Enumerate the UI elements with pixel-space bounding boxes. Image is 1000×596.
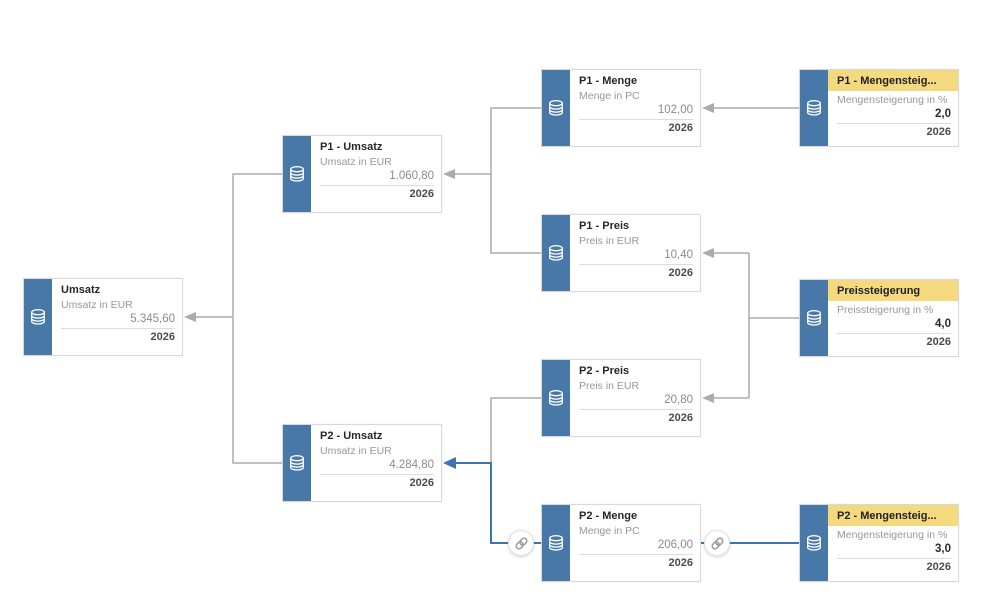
database-icon bbox=[800, 280, 828, 356]
node-subtitle: Preissteigerung in % bbox=[837, 304, 934, 316]
edge-p1umsatz-branches bbox=[490, 107, 542, 254]
node-year: 2026 bbox=[926, 126, 951, 138]
node-title: P2 - Menge bbox=[579, 510, 638, 522]
edge-umsatz-branches bbox=[232, 173, 283, 464]
node-divider bbox=[837, 123, 951, 124]
node-title: Umsatz bbox=[61, 284, 101, 296]
node-title: P2 - Umsatz bbox=[320, 430, 383, 442]
node-divider bbox=[320, 185, 434, 186]
edge-p2preis-to-junction bbox=[490, 397, 542, 463]
node-divider bbox=[579, 409, 693, 410]
arrowhead-p2-preis bbox=[702, 393, 714, 403]
node-subtitle: Mengensteigerung in % bbox=[837, 529, 948, 541]
edge-preissteigerung-branches bbox=[713, 252, 799, 399]
node-divider bbox=[579, 554, 693, 555]
node-divider bbox=[837, 558, 951, 559]
node-p2-umsatz[interactable]: P2 - Umsatz Umsatz in EUR 4.284,80 2026 bbox=[282, 424, 442, 502]
database-icon bbox=[800, 70, 828, 146]
node-year: 2026 bbox=[409, 477, 434, 489]
node-year: 2026 bbox=[150, 331, 175, 343]
link-badge-p2-menge-left[interactable] bbox=[508, 530, 534, 556]
node-divider bbox=[579, 119, 693, 120]
node-divider bbox=[837, 333, 951, 334]
link-badge-p2-menge-right[interactable] bbox=[704, 530, 730, 556]
edge-p2menge-to-p2umsatz bbox=[455, 462, 541, 544]
node-divider bbox=[579, 264, 693, 265]
node-title: P1 - Umsatz bbox=[320, 141, 383, 153]
database-icon bbox=[283, 425, 311, 501]
node-value[interactable]: 4,0 bbox=[935, 318, 951, 330]
node-p1-menge[interactable]: P1 - Menge Menge in PC 102,00 2026 bbox=[541, 69, 701, 147]
database-icon bbox=[542, 360, 570, 436]
node-p1-preis[interactable]: P1 - Preis Preis in EUR 10,40 2026 bbox=[541, 214, 701, 292]
node-subtitle: Preis in EUR bbox=[579, 380, 640, 392]
node-subtitle: Umsatz in EUR bbox=[320, 156, 392, 168]
database-icon bbox=[542, 215, 570, 291]
chain-link-icon bbox=[514, 536, 528, 550]
node-year: 2026 bbox=[668, 557, 693, 569]
node-value: 1.060,80 bbox=[389, 170, 434, 182]
node-title: P2 - Mengensteig... bbox=[828, 505, 958, 526]
node-title: P1 - Preis bbox=[579, 220, 630, 232]
arrowhead-p1-menge bbox=[702, 103, 714, 113]
node-subtitle: Umsatz in EUR bbox=[320, 445, 392, 457]
node-subtitle: Preis in EUR bbox=[579, 235, 640, 247]
node-value[interactable]: 3,0 bbox=[935, 543, 951, 555]
arrowhead-p1-preis bbox=[702, 248, 714, 258]
node-year: 2026 bbox=[668, 122, 693, 134]
chain-link-icon bbox=[710, 536, 724, 550]
database-icon bbox=[542, 505, 570, 581]
node-subtitle: Menge in PC bbox=[579, 90, 640, 102]
node-title: P1 - Mengensteig... bbox=[828, 70, 958, 91]
arrowhead-p2-umsatz bbox=[443, 457, 456, 469]
node-value: 206,00 bbox=[657, 539, 693, 551]
node-subtitle: Umsatz in EUR bbox=[61, 299, 133, 311]
node-p2-menge[interactable]: P2 - Menge Menge in PC 206,00 2026 bbox=[541, 504, 701, 582]
node-title: P2 - Preis bbox=[579, 365, 630, 377]
node-p1-mengensteigerung[interactable]: P1 - Mengensteig... Mengensteigerung in … bbox=[799, 69, 959, 147]
database-icon bbox=[800, 505, 828, 581]
node-year: 2026 bbox=[926, 561, 951, 573]
node-value[interactable]: 2,0 bbox=[935, 108, 951, 120]
node-divider bbox=[61, 328, 175, 329]
node-year: 2026 bbox=[926, 336, 951, 348]
node-subtitle: Menge in PC bbox=[579, 525, 640, 537]
database-icon bbox=[24, 279, 52, 355]
node-value: 10,40 bbox=[664, 249, 693, 261]
node-p2-preis[interactable]: P2 - Preis Preis in EUR 20,80 2026 bbox=[541, 359, 701, 437]
node-title: Preissteigerung bbox=[828, 280, 958, 301]
node-year: 2026 bbox=[668, 267, 693, 279]
node-value: 102,00 bbox=[657, 104, 693, 116]
node-value: 5.345,60 bbox=[130, 313, 175, 325]
arrowhead-p1-umsatz bbox=[443, 169, 455, 179]
node-umsatz[interactable]: Umsatz Umsatz in EUR 5.345,60 2026 bbox=[23, 278, 183, 356]
node-p1-umsatz[interactable]: P1 - Umsatz Umsatz in EUR 1.060,80 2026 bbox=[282, 135, 442, 213]
node-p2-mengensteigerung[interactable]: P2 - Mengensteig... Mengensteigerung in … bbox=[799, 504, 959, 582]
node-subtitle: Mengensteigerung in % bbox=[837, 94, 948, 106]
node-value: 20,80 bbox=[664, 394, 693, 406]
node-year: 2026 bbox=[409, 188, 434, 200]
arrowhead-umsatz bbox=[184, 312, 196, 322]
node-preissteigerung[interactable]: Preissteigerung Preissteigerung in % 4,0… bbox=[799, 279, 959, 357]
database-icon bbox=[283, 136, 311, 212]
node-title: P1 - Menge bbox=[579, 75, 638, 87]
database-icon bbox=[542, 70, 570, 146]
node-value: 4.284,80 bbox=[389, 459, 434, 471]
node-divider bbox=[320, 474, 434, 475]
node-year: 2026 bbox=[668, 412, 693, 424]
